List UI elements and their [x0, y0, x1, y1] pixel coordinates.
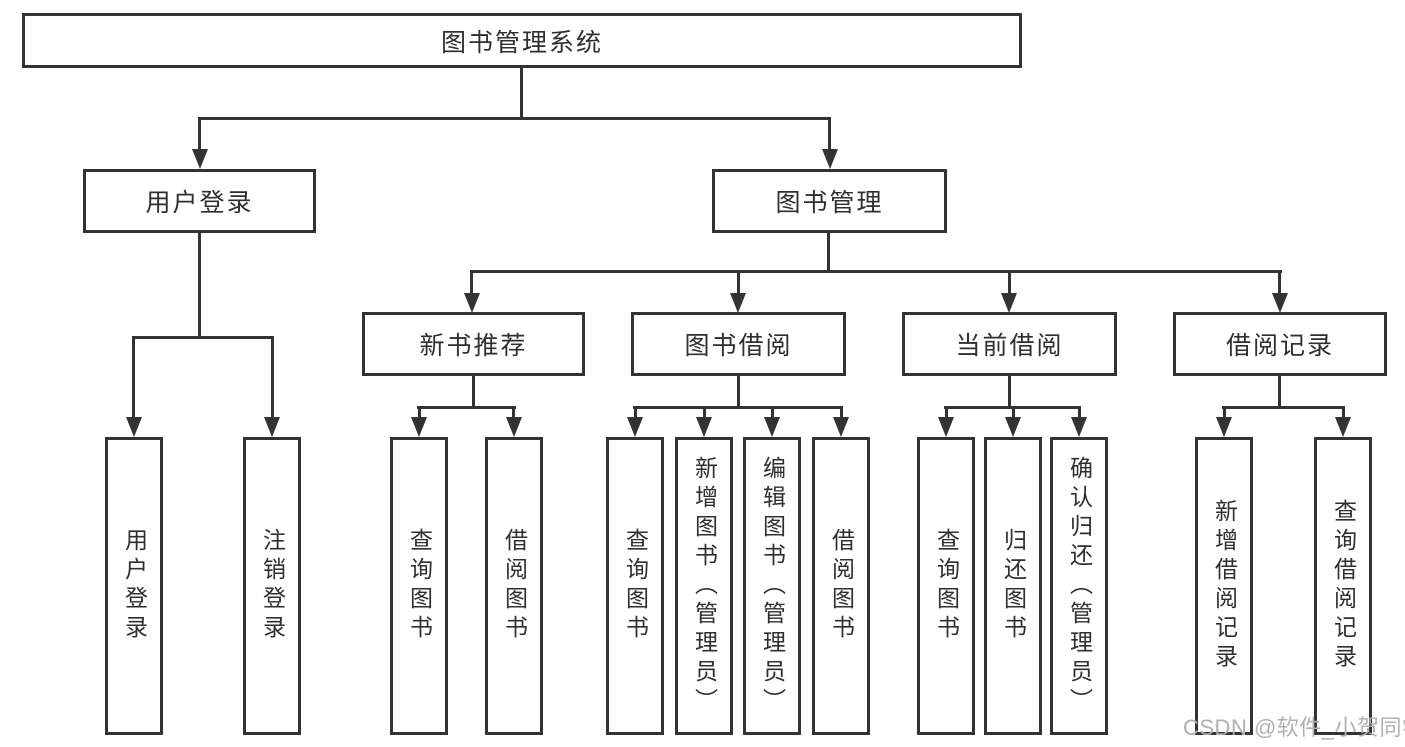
node-label: 查询图书 — [933, 528, 960, 644]
connector-line — [1223, 406, 1226, 419]
connector-line — [512, 406, 515, 419]
arrow-down-icon — [1001, 293, 1017, 313]
leaf-return-books: 归还图书 — [984, 437, 1042, 735]
connector-line — [945, 406, 948, 419]
node-label: 归还图书 — [1000, 528, 1027, 644]
connector-line — [737, 270, 740, 295]
leaf-query-books-recommend: 查询图书 — [390, 437, 448, 735]
leaf-borrow-books: 借阅图书 — [812, 437, 870, 735]
connector-line — [703, 406, 706, 419]
arrow-down-icon — [1216, 417, 1232, 437]
connector-line — [1008, 376, 1011, 409]
arrow-down-icon — [1005, 417, 1021, 437]
node-label: 查询图书 — [622, 528, 649, 644]
node-borrowing-records: 借阅记录 — [1173, 312, 1387, 376]
connector-line — [1078, 406, 1081, 419]
connector-line — [133, 336, 274, 339]
arrow-down-icon — [822, 149, 838, 169]
node-label: 图书借阅 — [684, 332, 793, 360]
connector-line — [828, 117, 831, 151]
connector-line — [1222, 406, 1344, 409]
leaf-edit-books-admin: 编辑图书（管理员） — [743, 437, 801, 735]
node-book-borrowing: 图书借阅 — [631, 312, 846, 376]
connector-line — [1278, 376, 1281, 409]
arrow-down-icon — [696, 417, 712, 437]
connector-line — [198, 233, 201, 339]
node-label: 编辑图书（管理员） — [759, 455, 786, 717]
connector-line — [470, 270, 1282, 273]
node-label: 查询图书 — [406, 528, 433, 644]
connector-line — [1278, 270, 1281, 295]
connector-line — [633, 406, 842, 409]
arrow-down-icon — [126, 417, 142, 437]
node-label: 借阅记录 — [1225, 332, 1334, 360]
node-label: 当前借阅 — [955, 332, 1064, 360]
connector-line — [1008, 270, 1011, 295]
node-label: 借阅图书 — [501, 528, 528, 644]
arrow-down-icon — [627, 417, 643, 437]
connector-line — [840, 406, 843, 419]
leaf-add-books-admin: 新增图书（管理员） — [675, 437, 733, 735]
node-current-borrowing: 当前借阅 — [902, 312, 1117, 376]
node-new-book-recommendation: 新书推荐 — [362, 312, 585, 376]
connector-line — [418, 406, 421, 419]
arrow-down-icon — [764, 417, 780, 437]
connector-line — [520, 68, 523, 120]
node-label: 图书管理 — [775, 189, 884, 217]
arrow-down-icon — [411, 417, 427, 437]
node-label: 图书管理系统 — [440, 28, 603, 57]
arrow-down-icon — [506, 417, 522, 437]
csdn-watermark: CSDN @软件_小贺同学 — [1183, 715, 1405, 740]
leaf-logout: 注销登录 — [243, 437, 301, 735]
connector-line — [198, 117, 831, 120]
leaf-add-borrow-record: 新增借阅记录 — [1195, 437, 1253, 735]
arrow-down-icon — [1071, 417, 1087, 437]
node-root-library-management-system: 图书管理系统 — [22, 13, 1022, 68]
leaf-query-books-current: 查询图书 — [917, 437, 975, 735]
connector-line — [472, 376, 475, 409]
arrow-down-icon — [192, 149, 208, 169]
arrow-down-icon — [938, 417, 954, 437]
node-label: 确认归还（管理员） — [1066, 455, 1093, 717]
connector-line — [737, 376, 740, 409]
leaf-query-books-borrowing: 查询图书 — [606, 437, 664, 735]
connector-line — [827, 233, 830, 273]
node-label: 注销登录 — [259, 528, 286, 644]
arrow-down-icon — [464, 293, 480, 313]
connector-line — [132, 336, 135, 419]
node-label: 用户登录 — [145, 189, 254, 217]
node-book-management: 图书管理 — [712, 169, 947, 233]
node-user-login: 用户登录 — [83, 169, 316, 233]
arrow-down-icon — [1335, 417, 1351, 437]
connector-line — [470, 270, 473, 295]
connector-line — [271, 336, 274, 419]
leaf-query-borrow-record: 查询借阅记录 — [1314, 437, 1372, 735]
connector-line — [1012, 406, 1015, 419]
leaf-borrow-books-recommend: 借阅图书 — [485, 437, 543, 735]
leaf-user-login: 用户登录 — [105, 437, 163, 735]
leaf-confirm-return-admin: 确认归还（管理员） — [1050, 437, 1108, 735]
arrow-down-icon — [1272, 293, 1288, 313]
connector-line — [198, 117, 201, 151]
connector-line — [417, 406, 516, 409]
node-label: 新增图书（管理员） — [691, 455, 718, 717]
node-label: 查询借阅记录 — [1330, 499, 1357, 673]
connector-line — [771, 406, 774, 419]
node-label: 用户登录 — [121, 528, 148, 644]
arrow-down-icon — [264, 417, 280, 437]
node-label: 新书推荐 — [419, 332, 528, 360]
arrow-down-icon — [730, 293, 746, 313]
connector-line — [1342, 406, 1345, 419]
node-label: 新增借阅记录 — [1211, 499, 1238, 673]
connector-line — [634, 406, 637, 419]
arrow-down-icon — [833, 417, 849, 437]
node-label: 借阅图书 — [828, 528, 855, 644]
